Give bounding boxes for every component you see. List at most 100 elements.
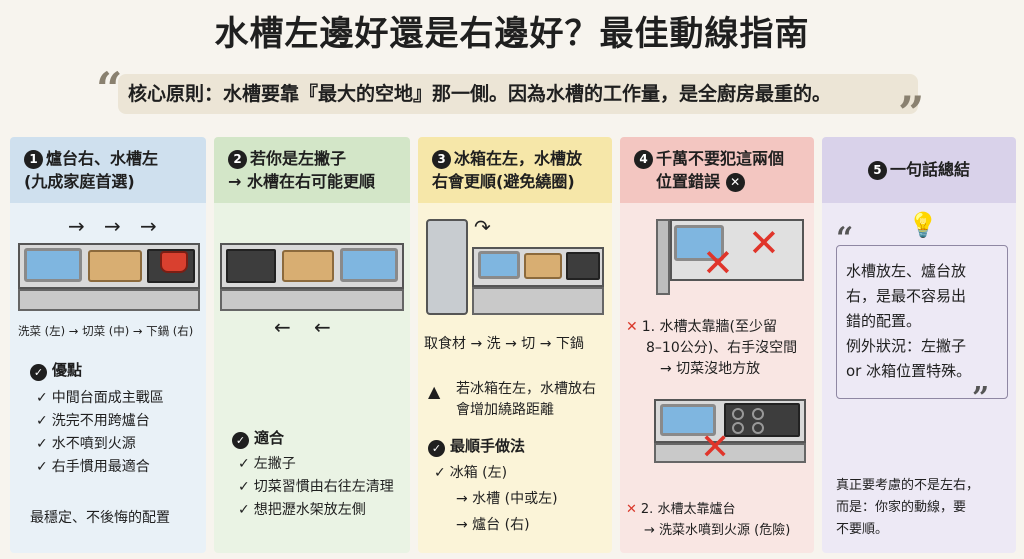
list-item: ✓冰箱 (左) [434, 465, 508, 481]
column-4-title: 千萬不要犯這兩個 [656, 149, 785, 168]
stove-icon [566, 252, 600, 280]
fit-title: ✓適合 [232, 427, 284, 449]
pot-icon [160, 251, 188, 273]
quote-close-icon: ” [898, 86, 925, 140]
core-principle-text: 核心原則：水槽要靠『最大的空地』那一側。因為水槽的工作量，是全廚房最重的。 [128, 83, 832, 105]
sink-icon [660, 404, 716, 436]
check-icon: ✓ [36, 413, 48, 429]
column-2-body: ← ← ✓適合 ✓左撇子 ✓切菜習慣由右往左清理 ✓想把瀝水架放左側 [214, 203, 410, 553]
summary-text: 水槽放左、爐台放 右，是最不容易出 錯的配置。 例外狀況：左撇子 or 冰箱位置… [846, 262, 972, 380]
check-icon: ✓ [238, 479, 250, 495]
arrow-curve-icon: ↷ [474, 215, 491, 239]
x-circle-icon: ✕ [725, 173, 745, 192]
best-title: ✓最順手做法 [428, 435, 525, 457]
column-3-title: 冰箱在左，水槽放 [454, 149, 583, 168]
list-item: ✓右手慣用最適合 [36, 459, 150, 475]
warning-note: ▲ 若冰箱在左，水槽放右會增加繞路距離 [428, 381, 596, 418]
list-item: ✓切菜習慣由右往左清理 [238, 479, 394, 495]
x-mark-icon: ✕ [700, 427, 731, 468]
warning-triangle-icon: ▲ [428, 382, 441, 401]
column-4-body: ✕ ✕ ✕1. 水槽太靠牆(至少留 8–10公分)、右手沒空間 → 切菜沒地方放… [620, 203, 814, 553]
x-mark-icon: ✕ [626, 502, 637, 517]
column-5-body: “ 💡 水槽放左、爐台放 右，是最不容易出 錯的配置。 例外狀況：左撇子 or … [822, 203, 1016, 553]
core-principle-banner: 核心原則：水槽要靠『最大的空地』那一側。因為水槽的工作量，是全廚房最重的。 [118, 74, 918, 114]
arrow-right-icon: → [104, 214, 121, 238]
mistake-1-text: ✕1. 水槽太靠牆(至少留 8–10公分)、右手沒空間 → 切菜沒地方放 [626, 319, 798, 377]
lightbulb-icon: 💡 [908, 211, 938, 239]
list-item: → 水槽 (中或左) [456, 491, 558, 507]
pros-title: ✓優點 [30, 359, 82, 381]
workflow-text: 取食材 → 洗 → 切 → 下鍋 [424, 336, 584, 352]
list-item: → 爐台 (右) [456, 517, 530, 533]
number-4-badge: 4 [634, 150, 653, 169]
cabinet [472, 287, 604, 315]
column-1-body: → → → 洗菜 (左) → 切菜 (中) → 下鍋 (右) ✓優點 ✓中間台面… [10, 203, 206, 553]
wall [656, 219, 670, 295]
check-icon: ✓ [36, 390, 48, 406]
number-2-badge: 2 [228, 150, 247, 169]
stove-icon [724, 403, 800, 437]
arrow-left-icon: ← [274, 315, 291, 339]
arrow-right-icon: → [140, 214, 157, 238]
check-icon: ✓ [238, 456, 250, 472]
arrow-left-icon: ← [314, 315, 331, 339]
check-circle-icon: ✓ [30, 364, 47, 381]
x-mark-icon: ✕ [626, 319, 638, 335]
page-title: 水槽左邊好還是右邊好？最佳動線指南 [214, 14, 810, 54]
quote-close-icon: ” [972, 381, 990, 416]
list-item: ✓中間台面成主戰區 [36, 390, 164, 406]
mistake-2-text: ✕2. 水槽太靠爐台 → 洗菜水噴到火源 (危險) [626, 502, 791, 538]
sink-icon [478, 251, 520, 279]
cabinet [654, 443, 806, 463]
check-icon: ✓ [434, 465, 446, 481]
x-mark-icon: ✕ [748, 221, 780, 265]
column-2-title: 若你是左撇子 [250, 149, 347, 168]
column-3-body: ↷ 取食材 → 洗 → 切 → 下鍋 ▲ 若冰箱在左，水槽放右會增加繞路距離 ✓… [418, 203, 612, 553]
number-3-badge: 3 [432, 150, 451, 169]
check-circle-icon: ✓ [428, 440, 445, 457]
column-1-title: 爐台右、水槽左 [46, 149, 159, 168]
cutting-board-icon [88, 250, 142, 282]
list-item: ✓左撇子 [238, 456, 296, 472]
column-3-subtitle: 右會更順(避免繞圈) [432, 172, 575, 191]
cutting-board-icon [282, 250, 334, 282]
column-5-title: 一句話總結 [889, 160, 970, 179]
column-1-footer: 最穩定、不後悔的配置 [30, 510, 170, 526]
stove-icon [226, 249, 276, 283]
list-item: ✓洗完不用跨爐台 [36, 413, 150, 429]
check-icon: ✓ [238, 502, 250, 518]
workflow-text: 洗菜 (左) → 切菜 (中) → 下鍋 (右) [18, 324, 194, 338]
column-5-footer: 真正要考慮的不是左右， 而是：你家的動線，要 不要順。 [836, 478, 980, 537]
check-circle-icon: ✓ [232, 432, 249, 449]
cabinet [18, 289, 200, 311]
number-1-badge: 1 [24, 150, 43, 169]
quote-open-icon: “ [836, 221, 854, 256]
list-item: ✓想把瀝水架放左側 [238, 502, 366, 518]
pros-list: ✓中間台面成主戰區 ✓洗完不用跨爐台 ✓水不噴到火源 ✓右手慣用最適合 [36, 387, 206, 479]
check-icon: ✓ [36, 459, 48, 475]
sink-icon [24, 248, 82, 282]
sink-icon [674, 225, 724, 261]
column-1-subtitle: (九成家庭首選) [24, 172, 135, 191]
column-2-subtitle: → 水槽在右可能更順 [228, 172, 375, 191]
summary-box [836, 245, 1008, 399]
cabinet [220, 289, 404, 311]
best-list: ✓冰箱 (左) → 水槽 (中或左) → 爐台 (右) [434, 460, 606, 538]
cutting-board-icon [524, 253, 562, 279]
column-4-subtitle: 位置錯誤 [656, 172, 721, 191]
check-icon: ✓ [36, 436, 48, 452]
arrow-right-icon: → [68, 214, 85, 238]
sink-icon [340, 248, 398, 282]
number-5-badge: 5 [867, 161, 887, 180]
fridge-icon [426, 219, 468, 315]
